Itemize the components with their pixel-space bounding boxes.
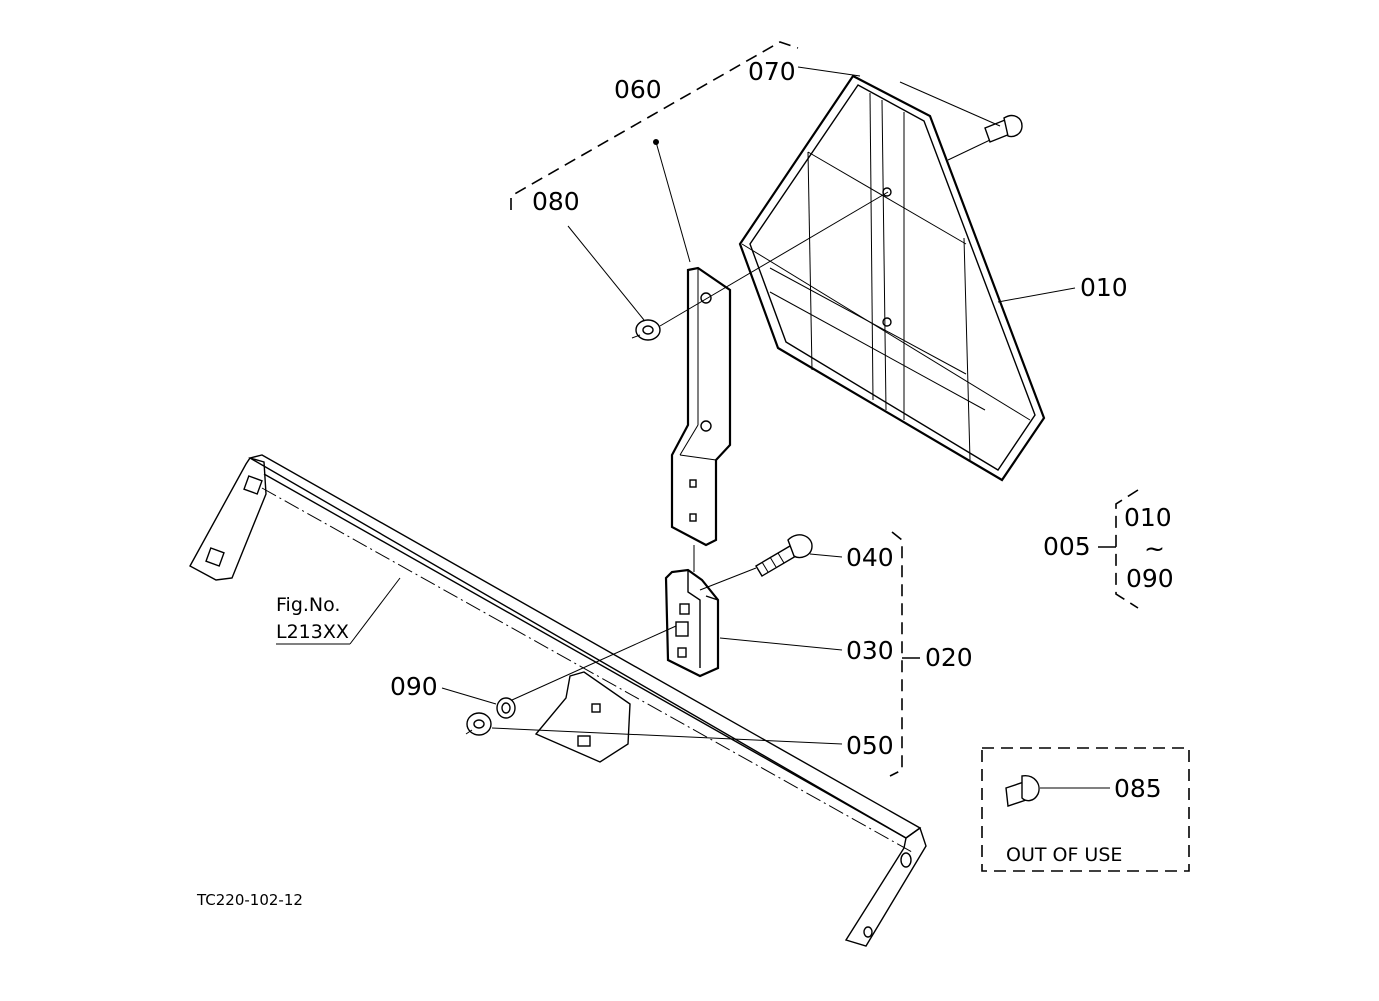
screw-070-icon — [984, 114, 1023, 143]
callout-020: 020 — [925, 643, 973, 672]
range-tilde: ~ — [1144, 534, 1165, 563]
group-bracket-020 — [889, 531, 920, 777]
bracket-plate-060 — [670, 266, 732, 547]
figure-reference-line1: Fig.No. — [276, 594, 340, 616]
bolt-085-icon — [1005, 775, 1040, 807]
callout-080: 080 — [532, 187, 580, 216]
drawing-code: TC220-102-12 — [196, 891, 303, 909]
group-bracket-top — [510, 41, 799, 210]
leader-lines — [276, 66, 1076, 745]
callout-090: 090 — [390, 672, 438, 701]
callout-050: 050 — [846, 731, 894, 760]
callout-040: 040 — [846, 543, 894, 572]
out-of-use-box — [981, 747, 1190, 872]
callout-005: 005 — [1043, 532, 1091, 561]
nut-050-icon — [465, 712, 492, 736]
reflector-panel — [738, 74, 1046, 482]
washer-090-icon — [496, 697, 516, 719]
panel-hole-upper — [882, 187, 892, 197]
panel-hole-lower — [882, 317, 892, 327]
callout-060: 060 — [614, 75, 662, 104]
holder-030 — [664, 568, 720, 678]
bolt-040-icon — [755, 534, 813, 577]
mounting-bar — [189, 454, 927, 947]
figure-reference-line2: L213XX — [276, 621, 349, 643]
callout-085: 085 — [1114, 774, 1162, 803]
callout-030: 030 — [846, 636, 894, 665]
nut-080-icon — [631, 319, 661, 341]
callout-010: 010 — [1080, 273, 1128, 302]
callout-090-range-end: 090 — [1126, 564, 1174, 593]
callout-010-range-start: 010 — [1124, 503, 1172, 532]
callout-070: 070 — [748, 57, 796, 86]
group-bracket-005 — [1098, 489, 1139, 609]
out-of-use-label: OUT OF USE — [1006, 844, 1122, 866]
